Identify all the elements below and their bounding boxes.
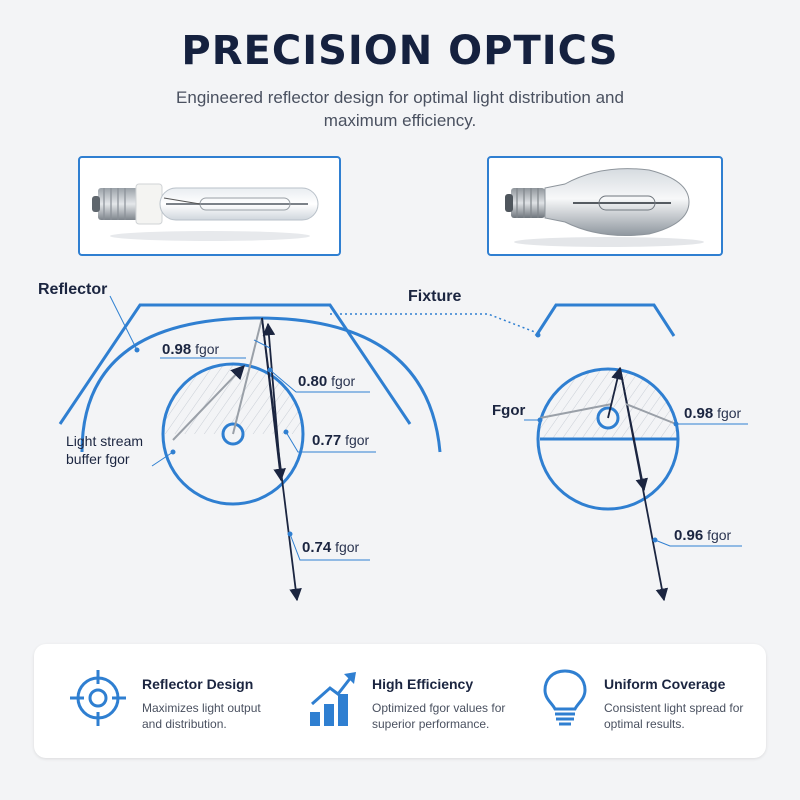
left-lamp-circle xyxy=(160,362,310,514)
reading-0-96: 0.96 fgor xyxy=(674,527,732,544)
buffer-label: Light stream buffer fgor xyxy=(66,433,144,467)
reflector-label: Reflector xyxy=(38,281,108,298)
feature-description: Consistent light spread for optimal resu… xyxy=(604,701,744,731)
right-leaders xyxy=(524,419,748,547)
feature-reflector-design: Reflector Design Maximizes light output … xyxy=(68,644,298,758)
optics-diagram xyxy=(58,295,748,602)
elliptical-lamp-image xyxy=(505,168,704,247)
target-icon xyxy=(70,670,126,726)
feature-uniform-coverage: Uniform Coverage Consistent light spread… xyxy=(540,644,760,758)
fixture-connector xyxy=(330,313,541,335)
feature-high-efficiency: High Efficiency Optimized fgor values fo… xyxy=(308,644,538,758)
left-reflector xyxy=(58,295,442,453)
page-title: PRECISION OPTICS xyxy=(181,28,619,74)
reading-0-98-right: 0.98 fgor xyxy=(684,405,742,422)
page-subtitle: Engineered reflector design for optimal … xyxy=(176,88,624,130)
fixture-label: Fixture xyxy=(408,288,462,305)
right-lamp-circle xyxy=(530,367,690,519)
lightbulb-icon xyxy=(543,669,587,726)
bar-chart-growth-icon xyxy=(310,672,356,726)
feature-title: Reflector Design xyxy=(142,676,254,692)
left-leaders xyxy=(151,339,376,561)
left-rays xyxy=(172,317,302,602)
feature-title: High Efficiency xyxy=(372,676,474,692)
features-panel: Reflector Design Maximizes light output … xyxy=(34,644,766,758)
reflector-arc xyxy=(80,316,442,453)
tubular-lamp-photo xyxy=(78,156,341,256)
feature-description: Optimized fgor values for superior perfo… xyxy=(372,701,506,731)
reading-0-74: 0.74 fgor xyxy=(302,539,360,556)
feature-title: Uniform Coverage xyxy=(604,676,726,692)
tubular-lamp-image xyxy=(92,183,319,241)
reading-0-98-left: 0.98 fgor xyxy=(162,341,220,358)
elliptical-lamp-photo xyxy=(487,156,723,256)
right-rays xyxy=(539,366,677,602)
feature-description: Maximizes light output and distribution. xyxy=(142,701,261,731)
reading-0-77: 0.77 fgor xyxy=(312,432,370,449)
right-fixture xyxy=(534,303,676,338)
reading-0-80: 0.80 fgor xyxy=(298,373,356,390)
fgor-label: Fgor xyxy=(492,402,526,419)
